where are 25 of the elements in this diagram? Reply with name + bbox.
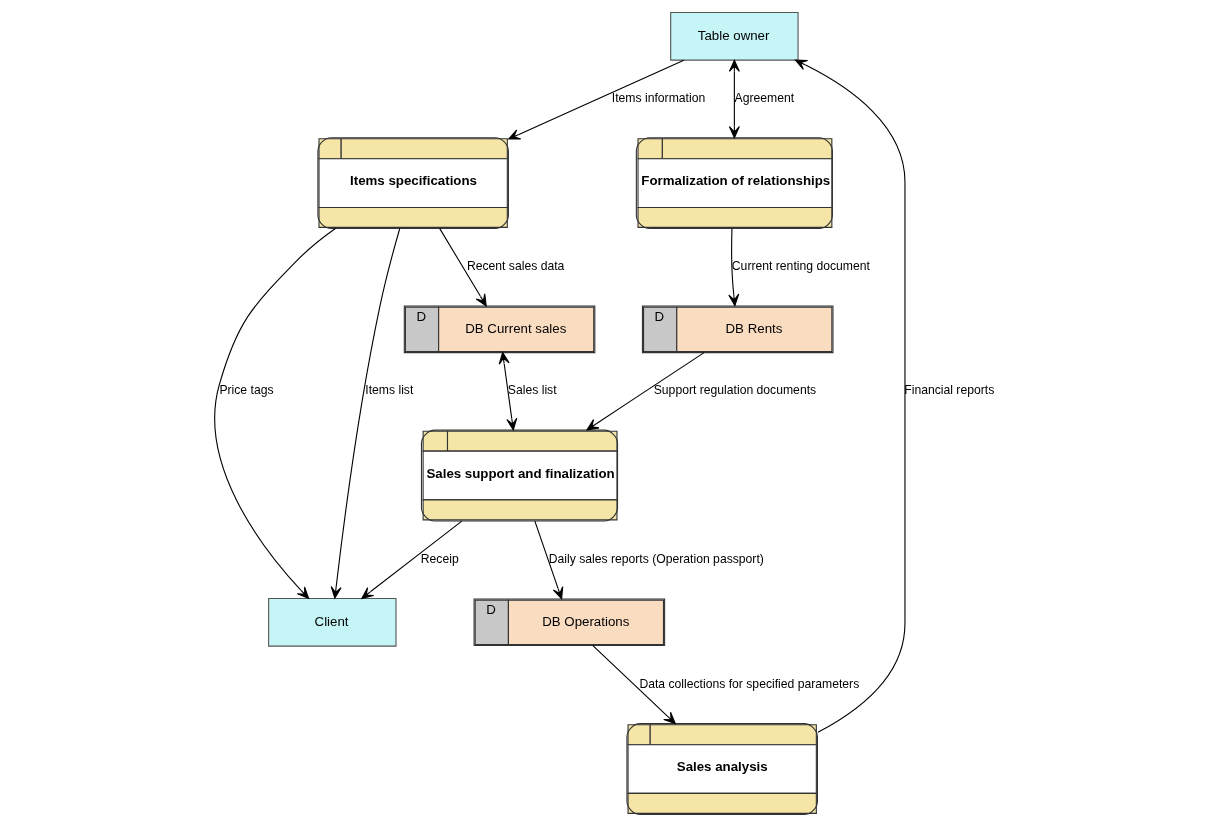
node-box: Client (268, 597, 397, 647)
edge-label: Daily sales reports (Operation passport) (548, 551, 764, 566)
arrow (534, 520, 564, 600)
arrow (214, 227, 336, 599)
node-box: Table owner (670, 11, 799, 61)
edge-label: Items information (611, 91, 706, 106)
arrow (592, 645, 676, 725)
edge-label: Sales list (507, 383, 557, 398)
arrow (330, 228, 401, 599)
arrow (439, 228, 487, 307)
arrow (361, 520, 463, 599)
edge-label: Financial reports (904, 383, 995, 398)
edge-label: Items list (365, 383, 414, 398)
edge-label: Price tags (219, 383, 274, 398)
arrow (498, 352, 518, 431)
edge-label: Current renting document (731, 259, 870, 274)
arrow (728, 59, 740, 139)
arrow (586, 352, 705, 431)
edge-label: Receip (420, 551, 459, 566)
edge-label: Recent sales data (466, 259, 565, 274)
edge-label: Data collections for specified parameters (639, 676, 860, 691)
arrow (508, 59, 685, 140)
arrow (794, 59, 906, 733)
edge-label: Support regulation documents (653, 383, 817, 398)
arrow (728, 228, 740, 307)
